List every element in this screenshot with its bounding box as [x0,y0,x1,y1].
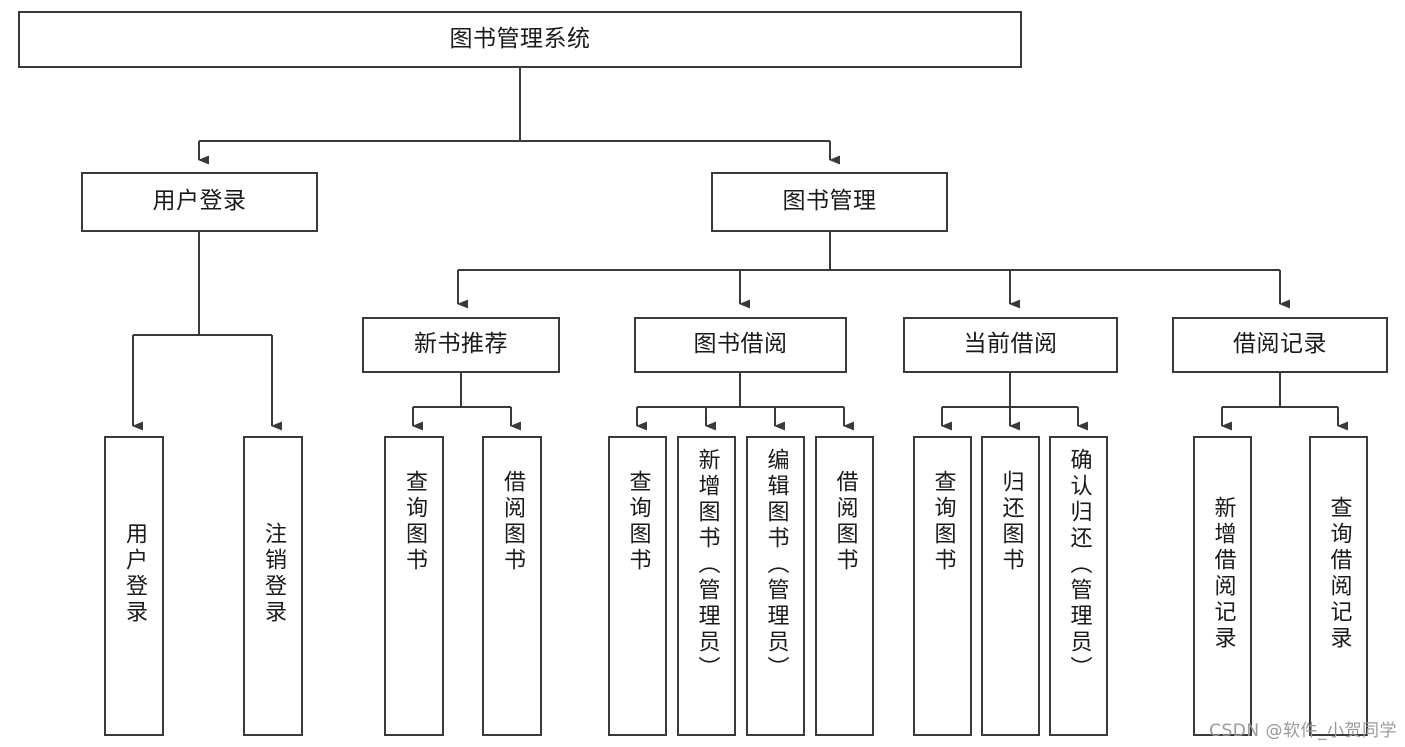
node-leaf-query-book-current-label: 查询图书 [930,470,956,574]
node-current-borrow-label: 当前借阅 [963,331,1058,358]
node-borrow-record[interactable]: 借阅记录 [1172,317,1388,373]
node-leaf-query-book-borrow[interactable]: 查询图书 [608,436,667,736]
node-leaf-borrow-book-label: 借阅图书 [832,470,858,574]
node-book-borrow[interactable]: 图书借阅 [634,317,847,373]
node-user-login[interactable]: 用户登录 [81,172,318,232]
node-leaf-edit-book[interactable]: 编辑图书（管理员） [746,436,805,736]
node-book-management[interactable]: 图书管理 [711,172,948,232]
node-leaf-add-book[interactable]: 新增图书（管理员） [677,436,736,736]
node-leaf-add-borrow-record-label: 新增借阅记录 [1210,496,1236,652]
node-leaf-user-login[interactable]: 用户登录 [104,436,164,736]
node-leaf-add-book-label: 新增图书（管理员） [694,448,720,682]
node-root[interactable]: 图书管理系统 [18,11,1022,68]
node-book-management-label: 图书管理 [782,188,877,215]
node-leaf-query-borrow-record-label: 查询借阅记录 [1326,496,1352,652]
node-user-login-label: 用户登录 [152,188,247,215]
node-leaf-add-borrow-record[interactable]: 新增借阅记录 [1193,436,1252,736]
node-leaf-return-book[interactable]: 归还图书 [981,436,1040,736]
node-leaf-user-login-label: 用户登录 [122,522,147,626]
node-leaf-query-book-current[interactable]: 查询图书 [913,436,972,736]
node-leaf-borrow-book-recommend-label: 借阅图书 [500,470,525,574]
node-leaf-query-book-recommend-label: 查询图书 [402,470,427,574]
node-current-borrow[interactable]: 当前借阅 [903,317,1118,373]
node-leaf-borrow-book[interactable]: 借阅图书 [815,436,874,736]
node-root-label: 图书管理系统 [449,25,591,52]
node-leaf-query-borrow-record[interactable]: 查询借阅记录 [1309,436,1368,736]
node-leaf-confirm-return-label: 确认归还（管理员） [1066,448,1092,682]
node-leaf-logout[interactable]: 注销登录 [243,436,303,736]
node-leaf-borrow-book-recommend[interactable]: 借阅图书 [482,436,542,736]
node-new-book-recommend-label: 新书推荐 [414,331,508,358]
node-leaf-query-book-recommend[interactable]: 查询图书 [384,436,444,736]
node-leaf-query-book-borrow-label: 查询图书 [625,470,651,574]
node-leaf-confirm-return[interactable]: 确认归还（管理员） [1049,436,1108,736]
node-borrow-record-label: 借阅记录 [1233,331,1327,358]
node-book-borrow-label: 图书借阅 [693,331,788,358]
node-leaf-return-book-label: 归还图书 [998,470,1024,574]
node-leaf-edit-book-label: 编辑图书（管理员） [763,448,789,682]
node-leaf-logout-label: 注销登录 [261,522,286,626]
node-new-book-recommend[interactable]: 新书推荐 [362,317,560,373]
